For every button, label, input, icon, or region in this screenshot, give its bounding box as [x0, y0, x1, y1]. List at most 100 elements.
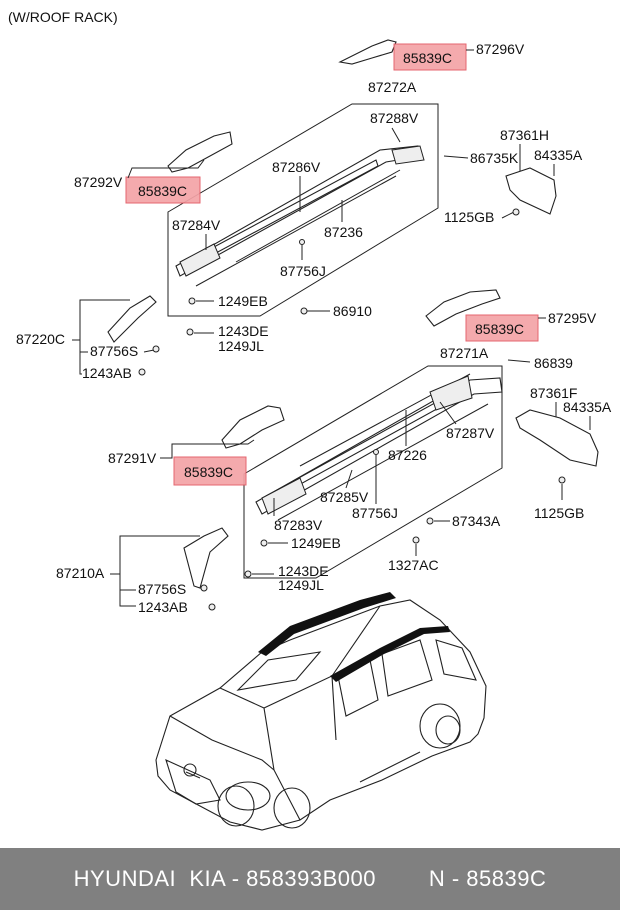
garnish-87220C [107, 295, 157, 343]
leader [119, 574, 136, 607]
label-87210A: 87210A [56, 565, 105, 581]
screw-1125GB-lower [558, 476, 566, 484]
rear-end-cap-lower [221, 405, 285, 449]
label-1249EB-upper: 1249EB [218, 293, 268, 309]
leader [345, 469, 353, 489]
label-87286V: 87286V [272, 159, 321, 175]
label-85839C-right: 85839C [475, 321, 524, 337]
upper-rail-front-bracket [391, 145, 425, 165]
bolt-1249EB-upper [188, 297, 196, 305]
upper-rail-frame [167, 103, 439, 317]
label-87288V: 87288V [370, 110, 419, 126]
label-87226: 87226 [388, 447, 427, 463]
highlight-85839C-right [465, 314, 539, 342]
leader [143, 349, 155, 353]
leader [443, 155, 469, 159]
label-86839: 86839 [534, 355, 573, 371]
label-87296V: 87296V [476, 41, 525, 57]
label-1243DE-lower: 1243DE [278, 563, 329, 579]
label-87292V: 87292V [74, 174, 123, 190]
leader [160, 439, 255, 459]
screw-1327AC [412, 536, 420, 544]
label-1125GB-lower: 1125GB [534, 505, 584, 521]
leader [127, 159, 205, 179]
front-end-cap-lower [425, 289, 501, 327]
label-87271A: 87271A [440, 345, 489, 361]
label-87756S-lower: 87756S [138, 581, 186, 597]
clip-87756J-upper [299, 239, 305, 245]
footer-bar: HYUNDAI KIA - 858393B000 N - 85839C [0, 848, 620, 910]
label-85839C-top: 85839C [403, 50, 452, 66]
footer-spacer [376, 866, 429, 892]
leader [439, 401, 457, 425]
label-87272A: 87272A [368, 79, 417, 95]
label-1125GB-upper: 1125GB [444, 209, 494, 225]
footer-brand: HYUNDAI KIA - 858393B000 [73, 866, 376, 891]
footer-code: N - 85839C [428, 866, 547, 891]
leader [79, 340, 82, 375]
suv-illustration [155, 599, 487, 831]
label-1249JL-lower: 1249JL [278, 577, 324, 593]
label-87295V: 87295V [548, 310, 597, 326]
front-end-cap-upper [338, 39, 397, 65]
lower-rail-frame [243, 365, 503, 579]
leader [507, 359, 531, 363]
bolt-1249EB-lower [260, 539, 268, 547]
upper-rail-lower-strip [195, 175, 397, 287]
label-87283V: 87283V [274, 517, 323, 533]
bolt-1243DE-upper [186, 328, 194, 336]
lower-rail-front-bracket [429, 375, 473, 411]
rear-end-cap-upper [167, 131, 233, 173]
label-87236: 87236 [324, 224, 363, 240]
clip-87756S-lower [200, 584, 208, 592]
label-85839C-left-lower: 85839C [184, 464, 233, 480]
bolt-1243DE-lower [244, 570, 252, 578]
label-85839C-left-upper: 85839C [138, 183, 187, 199]
header-note: (W/ROOF RACK) [8, 9, 118, 25]
label-87291V: 87291V [108, 450, 157, 466]
label-1249JL-upper: 1249JL [218, 338, 264, 354]
label-87756J-upper: 87756J [280, 263, 326, 279]
clip-86910 [300, 307, 308, 315]
car-roof-rail-left [258, 592, 396, 656]
highlight-85839C-left-lower [173, 456, 247, 486]
label-87220C: 87220C [16, 331, 65, 347]
highlight-85839C-left-upper [125, 176, 201, 204]
label-1327AC: 1327AC [388, 557, 439, 573]
lower-rail-lower-strip [277, 403, 489, 521]
front-cover-lower [515, 409, 599, 467]
clip-87343A [426, 517, 434, 525]
highlight-85839C-top [393, 43, 467, 71]
label-87361H: 87361H [500, 127, 549, 143]
upper-rail-end-bracket [179, 243, 221, 277]
front-cover-upper [505, 167, 557, 215]
label-87756J-lower: 87756J [352, 505, 398, 521]
label-86735K: 86735K [470, 150, 519, 166]
garnish-87210A [183, 527, 229, 589]
label-87284V: 87284V [172, 217, 221, 233]
bolt-1243AB-upper [138, 368, 146, 376]
label-1243AB-upper: 1243AB [82, 365, 132, 381]
label-87287V: 87287V [446, 425, 495, 441]
leader [391, 127, 401, 143]
label-1249EB-lower: 1249EB [291, 535, 341, 551]
car-roof-rail-right [330, 626, 450, 682]
label-84335A-upper: 84335A [534, 147, 583, 163]
clip-87756J-lower [373, 449, 379, 455]
upper-rail-lower-strip-2 [235, 169, 401, 263]
label-84335A-lower: 84335A [563, 399, 612, 415]
clip-87756S-upper [152, 345, 160, 353]
lower-roof-rail [255, 377, 503, 515]
label-87361F: 87361F [530, 385, 577, 401]
screw-1125GB-upper [512, 208, 520, 216]
label-87343A: 87343A [452, 513, 501, 529]
label-86910: 86910 [333, 303, 372, 319]
label-1243AB-lower: 1243AB [138, 599, 188, 615]
leader [501, 211, 515, 219]
lower-rail-end-bracket [261, 477, 307, 515]
roof-rack-diagram: (W/ROOF RACK) 85839C 87296V 87272A 87288… [8, 9, 612, 831]
label-1243DE-upper: 1243DE [218, 323, 269, 339]
bolt-1243AB-lower [208, 603, 216, 611]
leader [110, 535, 200, 575]
